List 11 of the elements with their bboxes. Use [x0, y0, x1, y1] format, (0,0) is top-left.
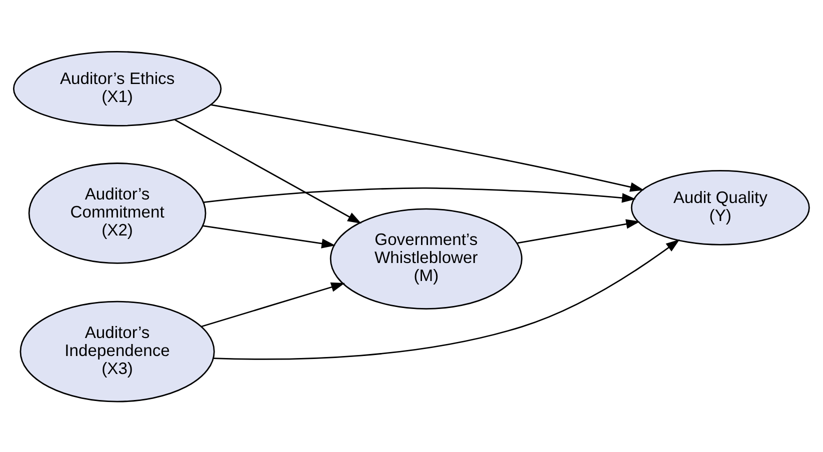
node-ellipse: Auditor’s Independence (X3) [20, 300, 215, 402]
arrow [174, 118, 362, 224]
arrow [517, 218, 640, 244]
node-ellipse: Audit Quality (Y) [630, 170, 810, 245]
arrow [202, 224, 336, 248]
arrow [213, 238, 680, 360]
arrow [210, 104, 644, 192]
node-ellipse: Auditor’s Commitment (X2) [28, 162, 206, 264]
node-ellipse: Auditor’s Ethics (X1) [12, 50, 222, 126]
arrow [203, 186, 636, 202]
arrow [201, 282, 345, 327]
